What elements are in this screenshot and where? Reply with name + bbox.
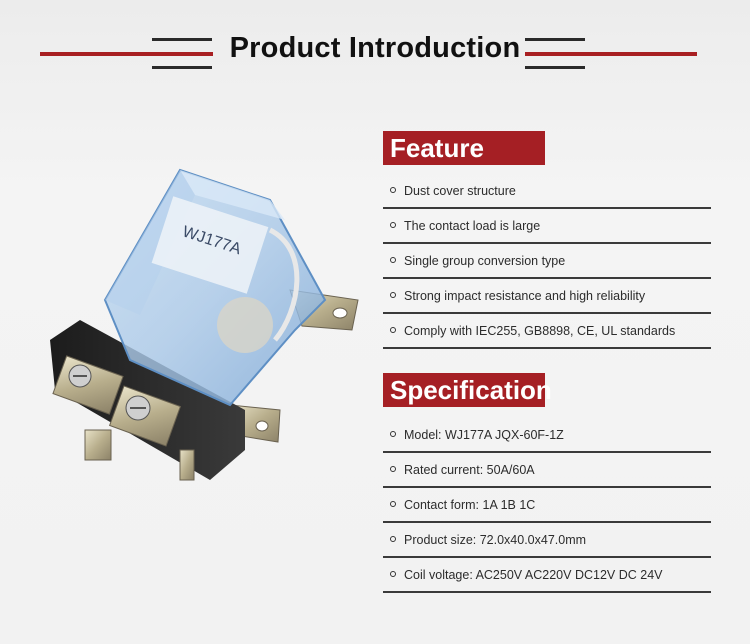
specification-heading: Specification [383,373,552,407]
specification-list: Model: WJ177A JQX-60F-1Z Rated current: … [383,418,711,593]
list-item-text: Single group conversion type [404,254,566,268]
bullet-icon [390,571,396,577]
bullet-icon [390,257,396,263]
decor-line [152,38,212,41]
list-item: Model: WJ177A JQX-60F-1Z [383,418,711,453]
bullet-icon [390,327,396,333]
list-item-text: Dust cover structure [404,184,516,198]
list-item: Coil voltage: AC250V AC220V DC12V DC 24V [383,558,711,593]
decor-line [525,52,697,56]
feature-heading: Feature [383,131,545,165]
bullet-icon [390,466,396,472]
decor-line [525,38,585,41]
list-item: The contact load is large [383,209,711,244]
feature-list: Dust cover structure The contact load is… [383,174,711,349]
list-item-text: Comply with IEC255, GB8898, CE, UL stand… [404,324,676,338]
list-item: Single group conversion type [383,244,711,279]
list-item-text: Strong impact resistance and high reliab… [404,289,646,303]
list-item-text: Contact form: 1A 1B 1C [404,498,536,512]
list-item-text: Rated current: 50A/60A [404,463,535,477]
relay-product-image: WJ177A [50,168,359,481]
bullet-icon [390,501,396,507]
list-item: Comply with IEC255, GB8898, CE, UL stand… [383,314,711,349]
list-item: Dust cover structure [383,174,711,209]
page-title: Product Introduction [229,32,521,64]
list-item-text: Product size: 72.0x40.0x47.0mm [404,533,587,547]
list-item: Contact form: 1A 1B 1C [383,488,711,523]
decor-line [525,66,585,69]
bullet-icon [390,222,396,228]
list-item: Rated current: 50A/60A [383,453,711,488]
decor-line [40,52,213,56]
list-item-text: Model: WJ177A JQX-60F-1Z [404,428,564,442]
list-item: Product size: 72.0x40.0x47.0mm [383,523,711,558]
bullet-icon [390,536,396,542]
bullet-icon [390,431,396,437]
list-item-text: The contact load is large [404,219,541,233]
bullet-icon [390,292,396,298]
list-item: Strong impact resistance and high reliab… [383,279,711,314]
decor-line [152,66,212,69]
header: Product Introduction [0,0,750,100]
bullet-icon [390,187,396,193]
list-item-text: Coil voltage: AC250V AC220V DC12V DC 24V [404,568,663,582]
